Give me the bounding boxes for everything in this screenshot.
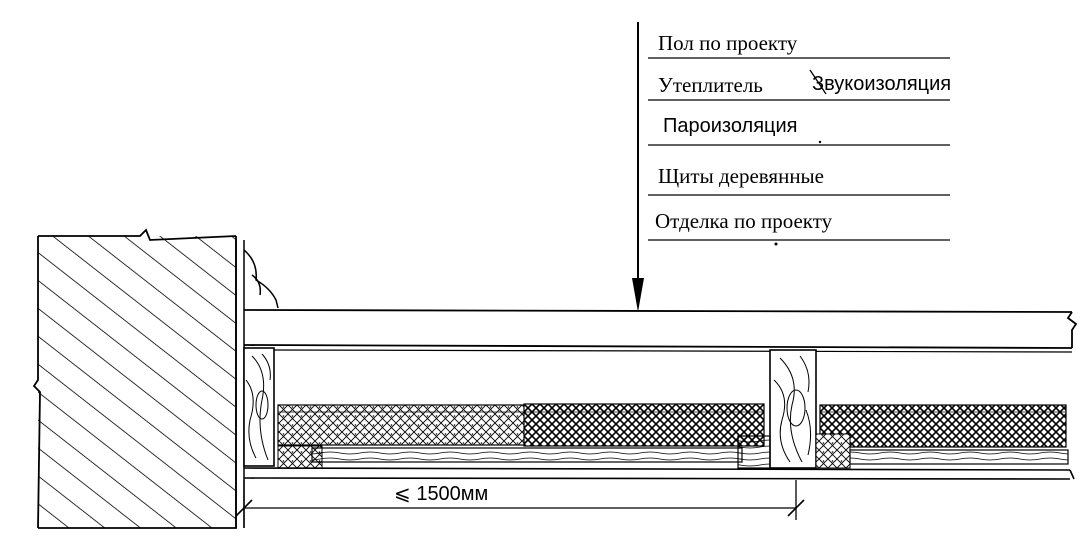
wood-panels xyxy=(277,433,1069,469)
span-dimension-line xyxy=(235,480,805,528)
finish-board xyxy=(243,467,1075,480)
layer-label-insulation: Утеплитель xyxy=(658,73,763,97)
layer-label-finish: Отделка по проекту xyxy=(655,209,833,233)
callout-lines xyxy=(648,57,950,241)
brick-wall xyxy=(32,228,237,529)
insulation-bay-right xyxy=(819,404,1067,448)
speck xyxy=(774,242,778,246)
layer-label-vapor-barrier: Пароизоляция xyxy=(663,115,798,137)
wood-beam-left xyxy=(243,347,275,467)
layer-label-wood-panels: Щиты деревянные xyxy=(658,164,824,188)
layer-label-floor: Пол по проекту xyxy=(658,31,798,55)
insulation-bay-left xyxy=(277,403,765,447)
floor-slab xyxy=(243,309,1078,353)
wood-beam-middle xyxy=(769,349,817,469)
speck xyxy=(818,140,822,144)
layer-label-sound-insulation: Звукоизоляция xyxy=(812,73,951,95)
leader-arrow xyxy=(632,22,644,312)
span-dimension-label: ⩽ 1500мм xyxy=(394,483,488,505)
